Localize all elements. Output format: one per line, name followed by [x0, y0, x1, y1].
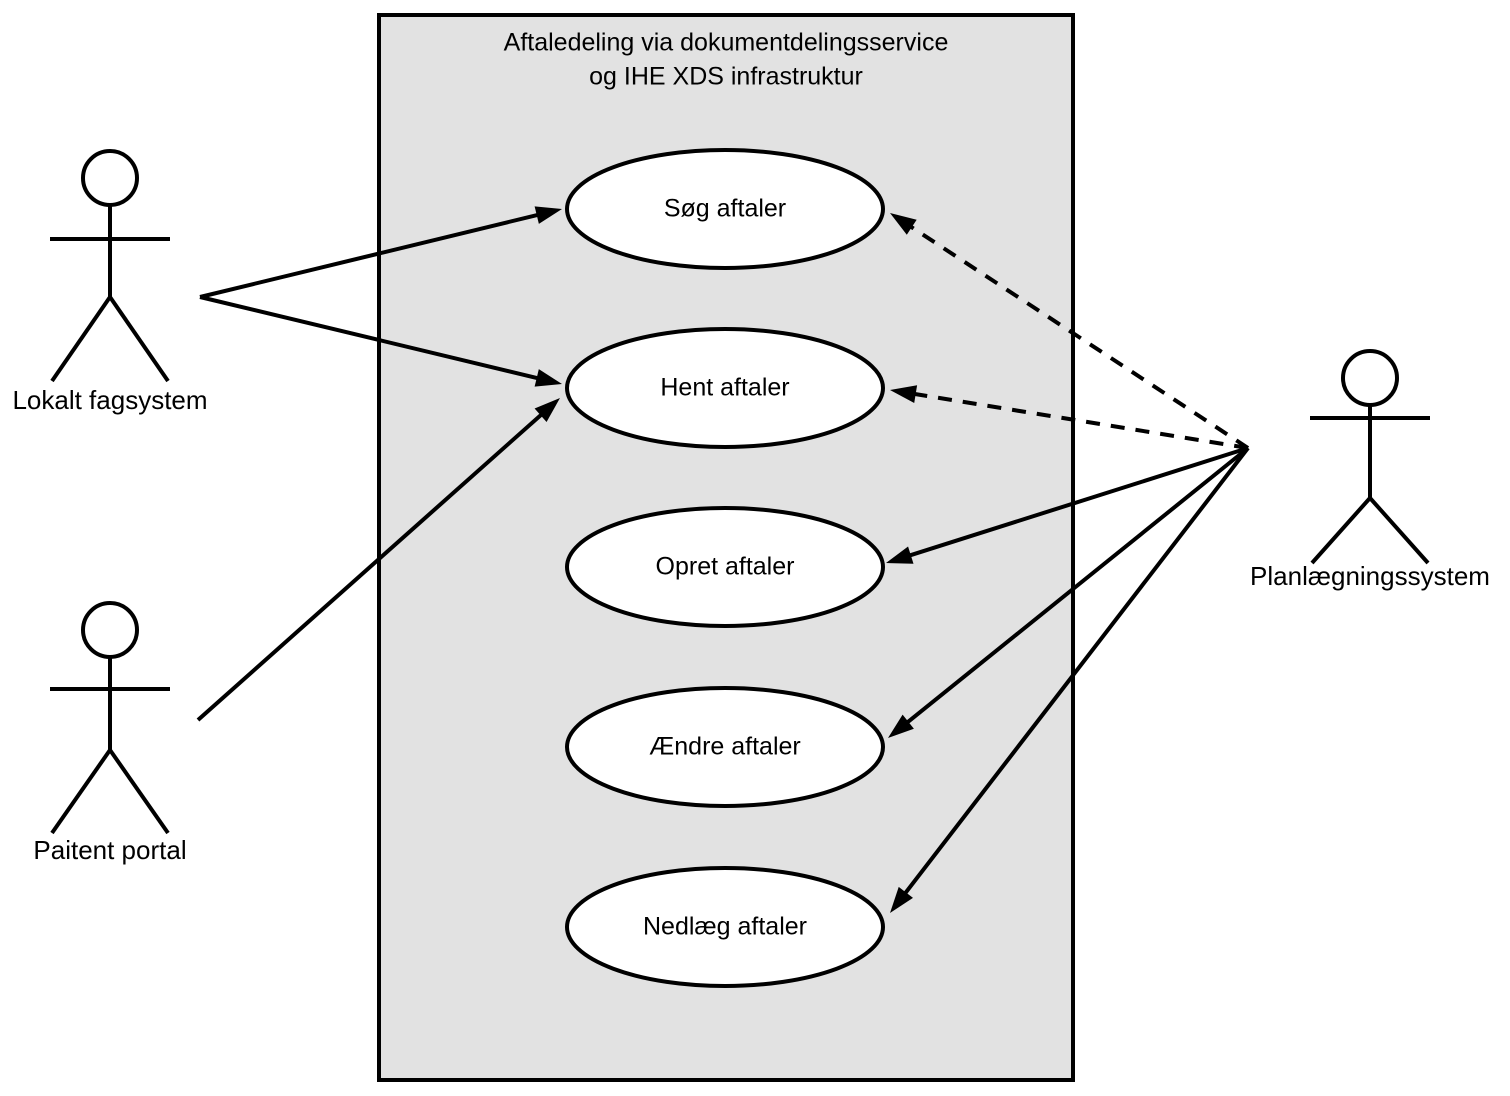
actor-leg-left-paitent-portal [50, 748, 112, 835]
system-boundary-title-line2: og IHE XDS infrastruktur [589, 63, 863, 91]
use-case-aendre[interactable]: Ændre aftaler [565, 686, 885, 808]
association-c3[interactable] [196, 398, 560, 722]
association-line-c6[interactable] [905, 446, 1249, 559]
actor-label-paitent-portal: Paitent portal [33, 835, 186, 865]
use-case-label-soeg: Søg aftaler [664, 195, 786, 223]
associations-layer [196, 206, 1250, 913]
association-c6[interactable] [886, 446, 1249, 564]
association-line-c1[interactable] [199, 211, 543, 299]
association-line-c8[interactable] [901, 446, 1250, 898]
use-case-label-hent: Hent aftaler [660, 374, 789, 402]
use-case-label-opret: Opret aftaler [656, 553, 795, 581]
association-line-c7[interactable] [902, 446, 1250, 727]
arrowhead-icon-c7 [888, 714, 914, 738]
association-c2[interactable] [199, 295, 562, 387]
use-case-ellipse-aendre[interactable] [565, 686, 885, 808]
association-c8[interactable] [890, 446, 1250, 913]
arrowhead-icon-c1 [534, 206, 562, 224]
arrowhead-icon-c5 [890, 385, 918, 404]
use-case-hent[interactable]: Hent aftaler [565, 327, 885, 449]
association-line-c3[interactable] [196, 410, 546, 722]
association-c4[interactable] [890, 213, 1250, 450]
arrowhead-icon-c4 [890, 213, 917, 235]
actor-head-lokalt-fagsystem [81, 149, 139, 207]
use-case-ellipse-opret[interactable] [565, 506, 885, 628]
actor-leg-right-paitent-portal [108, 748, 170, 835]
use-case-ellipse-nedlaeg[interactable] [565, 866, 885, 988]
arrowhead-icon-c6 [886, 546, 914, 564]
association-line-c5[interactable] [910, 391, 1249, 450]
actor-leg-left-lokalt-fagsystem [50, 295, 112, 383]
actor-label-planlaegningssystem: Planlægningssystem [1250, 561, 1490, 591]
association-c1[interactable] [199, 206, 562, 299]
arrowhead-icon-c2 [534, 369, 562, 387]
association-line-c2[interactable] [199, 295, 543, 382]
actor-label-lokalt-fagsystem: Lokalt fagsystem [12, 385, 207, 415]
actor-leg-right-lokalt-fagsystem [108, 295, 170, 383]
association-line-c4[interactable] [906, 222, 1250, 450]
actor-head-paitent-portal [81, 601, 139, 659]
actor-paitent-portal[interactable]: Paitent portal [33, 601, 187, 865]
use-case-soeg[interactable]: Søg aftaler [565, 148, 885, 270]
association-c7[interactable] [888, 446, 1250, 738]
actor-head-planlaegningssystem [1341, 349, 1399, 407]
arrowhead-icon-c8 [890, 886, 913, 913]
use-case-opret[interactable]: Opret aftaler [565, 506, 885, 628]
actor-lokalt-fagsystem[interactable]: Lokalt fagsystem [12, 149, 208, 415]
use-case-ellipse-hent[interactable] [565, 327, 885, 449]
actor-planlaegningssystem[interactable]: Planlægningssystem [1250, 349, 1490, 591]
use-case-nedlaeg[interactable]: Nedlæg aftaler [565, 866, 885, 988]
actor-leg-right-planlaegningssystem [1368, 496, 1430, 565]
system-boundary-title-line1: Aftaledeling via dokumentdelingsservice [504, 29, 949, 57]
arrowhead-icon-c3 [534, 398, 560, 423]
actor-leg-left-planlaegningssystem [1310, 496, 1372, 565]
use-case-label-aendre: Ændre aftaler [649, 733, 800, 761]
use-case-label-nedlaeg: Nedlæg aftaler [643, 913, 807, 941]
use-case-ellipse-soeg[interactable] [565, 148, 885, 270]
association-c5[interactable] [890, 385, 1249, 450]
